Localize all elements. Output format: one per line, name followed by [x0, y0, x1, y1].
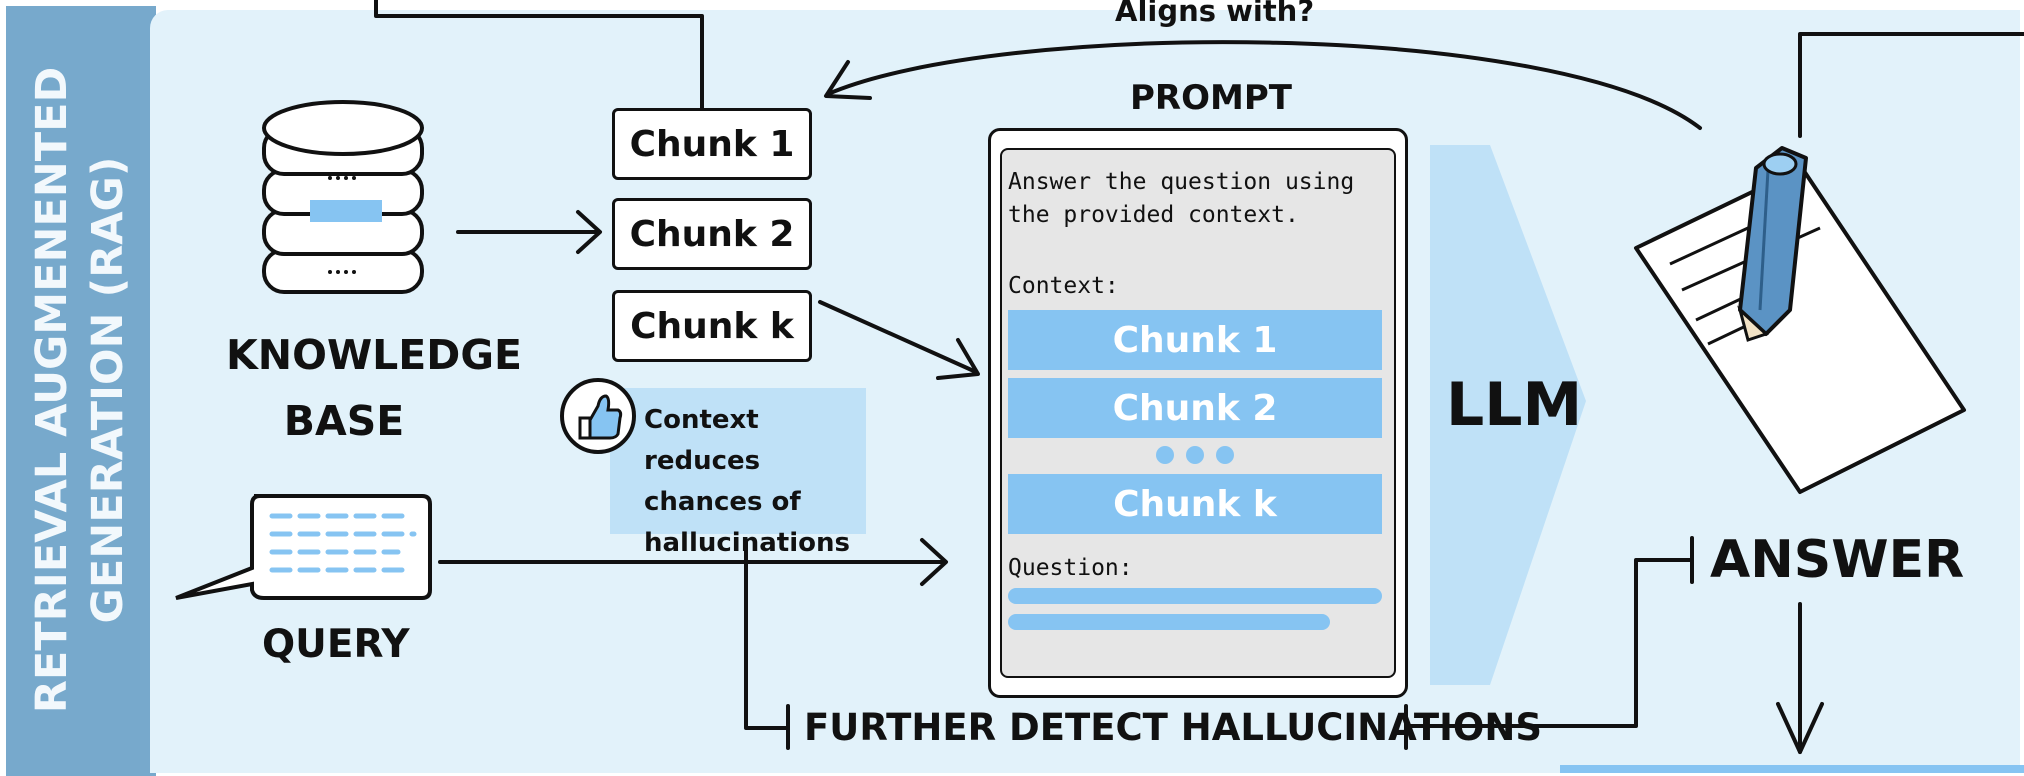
question-line-1	[1008, 588, 1382, 604]
thumbs-up-icon	[560, 378, 636, 454]
side-band	[6, 6, 156, 776]
query-label: QUERY	[262, 622, 410, 667]
retrieved-chunk-2: Chunk 2	[612, 198, 812, 270]
answer-document-icon	[1634, 146, 1966, 494]
ellipsis-dot-3	[1216, 446, 1234, 464]
retrieved-chunk-1: Chunk 1	[612, 108, 812, 180]
detect-hallucinations-label: FURTHER DETECT HALLUCINATIONS	[804, 706, 1542, 749]
aligns-arrowhead	[824, 60, 872, 100]
kb-arrowhead	[576, 210, 602, 254]
database-icon	[262, 100, 424, 294]
llm-chevron	[1430, 145, 1586, 685]
feedback-line-top	[374, 0, 704, 110]
context-label: Context:	[1008, 273, 1119, 299]
prompt-chunk-k: Chunk k	[1008, 474, 1382, 534]
hallucination-note	[610, 388, 866, 534]
chunks-arrowhead	[936, 338, 980, 380]
answer-down-arrowhead	[1776, 702, 1824, 754]
prompt-chunk-2: Chunk 2	[1008, 378, 1382, 438]
ellipsis-dot-2	[1186, 446, 1204, 464]
question-line-2	[1008, 614, 1330, 630]
answer-label: ANSWER	[1710, 530, 1965, 590]
knowledge-base-line-1: KNOWLEDGE	[226, 331, 522, 379]
note-text: Context reduces chances of hallucination…	[644, 405, 850, 558]
aligns-arrow	[826, 40, 1702, 130]
prompt-instruction-1: Answer the question using	[1008, 169, 1355, 195]
ellipsis-dot-1	[1156, 446, 1174, 464]
chat-bubble-icon	[175, 494, 432, 600]
llm-label: LLM	[1446, 370, 1583, 440]
query-arrowhead	[920, 538, 948, 586]
aligns-with-label: Aligns with?	[1115, 0, 1315, 28]
chunks-to-prompt-arrow	[818, 300, 978, 374]
note-to-bottom-line	[744, 538, 790, 730]
retrieved-chunk-k: Chunk k	[612, 290, 812, 362]
question-label: Question:	[1008, 555, 1133, 581]
next-panel-stub	[1560, 765, 2024, 773]
prompt-instruction-2: the provided context.	[1008, 202, 1299, 228]
prompt-chunk-1: Chunk 1	[1008, 310, 1382, 370]
top-right-line	[1798, 32, 2024, 138]
knowledge-base-line-2: BASE	[283, 397, 405, 445]
knowledge-base-label: KNOWLEDGE BASE	[226, 322, 522, 454]
prompt-heading: PROMPT	[1130, 78, 1292, 118]
bottom-to-answer-line	[1404, 558, 1694, 728]
